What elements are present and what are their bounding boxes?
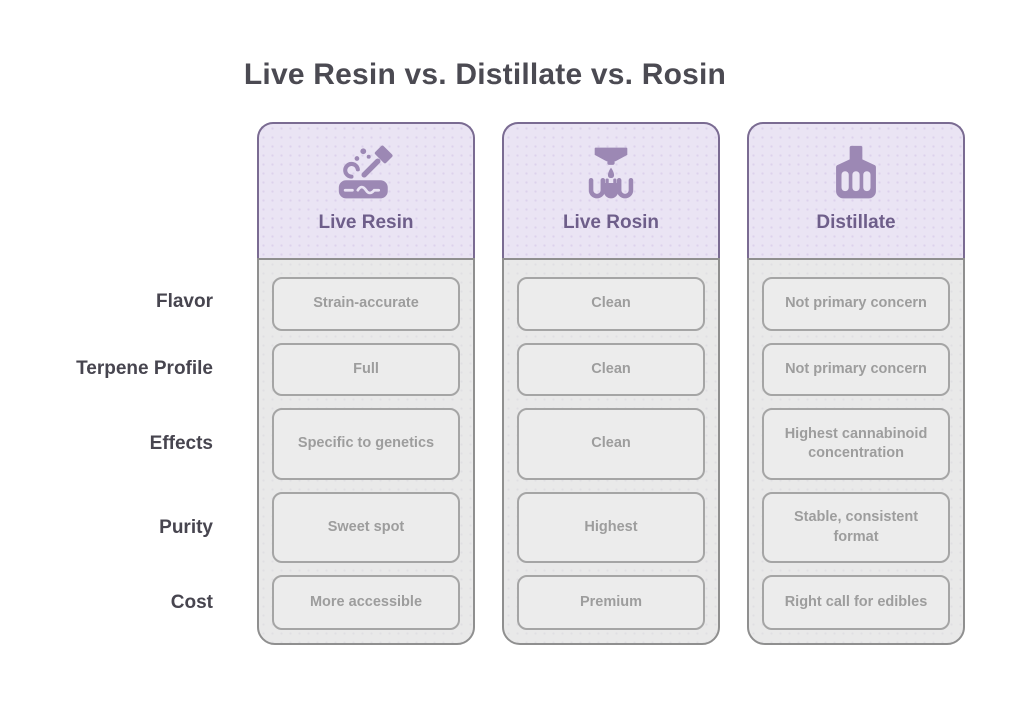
column-title: Live Rosin [562, 212, 660, 233]
cell-distillate-effects: Highest cannabinoid concentration [762, 408, 950, 480]
cell-live-rosin-purity: Highest [517, 491, 705, 564]
column-title: Live Resin [318, 212, 414, 233]
distillate-header: Distillate [747, 122, 965, 258]
column-live-rosin: Live Rosin Clean Clean Clean Highest Pre… [502, 122, 720, 645]
row-label-purity: Purity [159, 517, 213, 538]
column-title: Distillate [816, 212, 896, 233]
distillate-body: Not primary concern Not primary concern … [747, 258, 965, 645]
cell-live-rosin-terpene: Clean [517, 342, 705, 397]
cell-distillate-purity: Stable, consistent format [762, 491, 950, 564]
column-live-resin: Live Resin Strain-accurate Full Specific… [257, 122, 475, 645]
distillation-flask-icon [827, 144, 885, 202]
cell-live-resin-terpene: Full [272, 342, 460, 397]
cell-distillate-cost: Right call for edibles [762, 575, 950, 630]
cell-distillate-terpene: Not primary concern [762, 342, 950, 397]
dab-tool-resin-icon [337, 144, 395, 202]
live-resin-body: Strain-accurate Full Specific to genetic… [257, 258, 475, 645]
cell-live-resin-flavor: Strain-accurate [272, 277, 460, 331]
row-label-terpene-profile: Terpene Profile [76, 358, 213, 379]
cell-live-resin-purity: Sweet spot [272, 491, 460, 564]
rosin-press-icon [582, 144, 640, 202]
cell-live-resin-effects: Specific to genetics [272, 408, 460, 480]
row-label-effects: Effects [149, 433, 213, 454]
cell-live-rosin-cost: Premium [517, 575, 705, 630]
row-label-cost: Cost [170, 592, 213, 613]
cell-distillate-flavor: Not primary concern [762, 277, 950, 331]
live-rosin-header: Live Rosin [502, 122, 720, 258]
live-rosin-body: Clean Clean Clean Highest Premium [502, 258, 720, 645]
column-distillate: Distillate Not primary concern Not prima… [747, 122, 965, 645]
cell-live-rosin-flavor: Clean [517, 277, 705, 331]
live-resin-header: Live Resin [257, 122, 475, 258]
row-label-flavor: Flavor [155, 291, 213, 312]
cell-live-rosin-effects: Clean [517, 408, 705, 480]
page-title: Live Resin vs. Distillate vs. Rosin [243, 58, 727, 91]
cell-live-resin-cost: More accessible [272, 575, 460, 630]
